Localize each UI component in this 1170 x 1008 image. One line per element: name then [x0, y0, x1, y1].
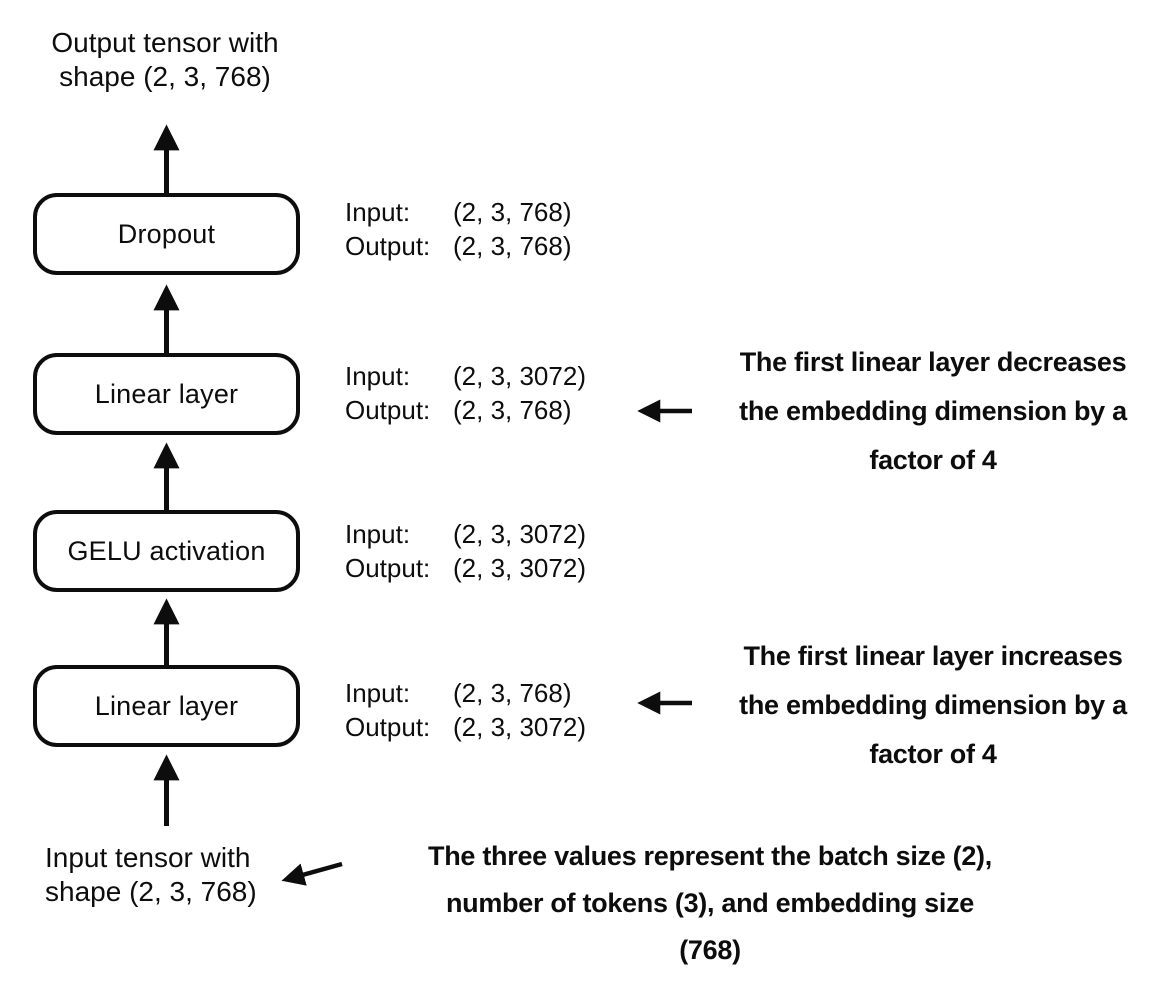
- input-shape: (2, 3, 768): [453, 678, 572, 708]
- gelu-io-shapes: Input: (2, 3, 3072) Output: (2, 3, 3072): [345, 517, 586, 585]
- linear-layer-2-box: Linear layer: [33, 353, 300, 435]
- output-tensor-caption: Output tensor with shape (2, 3, 768): [20, 26, 310, 94]
- output-label: Output:: [345, 231, 431, 261]
- dropout-io-shapes: Input: (2, 3, 768) Output: (2, 3, 768): [345, 195, 572, 263]
- output-shape: (2, 3, 768): [453, 231, 572, 261]
- input-label: Input:: [345, 197, 411, 227]
- input-label: Input:: [345, 361, 411, 391]
- annotation-line: The first linear layer decreases: [739, 347, 1127, 377]
- output-shape: (2, 3, 768): [453, 395, 572, 425]
- annotation-line: the embedding dimension by a: [739, 690, 1127, 720]
- output-label: Output:: [345, 395, 431, 425]
- linear-layer-1-label: Linear layer: [94, 690, 239, 721]
- gelu-activation-label: GELU activation: [67, 535, 266, 566]
- annotation-line: The three values represent the batch siz…: [428, 841, 992, 871]
- output-tensor-caption-line2: shape (2, 3, 768): [59, 61, 271, 92]
- linear-layer-2-label: Linear layer: [94, 378, 239, 409]
- annotation-line: factor of 4: [869, 445, 997, 475]
- annotation-decrease-dimension: The first linear layer decreases the emb…: [723, 338, 1143, 485]
- linear-layer-1-io-shapes: Input: (2, 3, 768) Output: (2, 3, 3072): [345, 676, 586, 744]
- output-label: Output:: [345, 712, 431, 742]
- output-shape: (2, 3, 3072): [453, 712, 586, 742]
- input-shape: (2, 3, 3072): [453, 361, 586, 391]
- linear-layer-2-io-shapes: Input: (2, 3, 3072) Output: (2, 3, 768): [345, 359, 586, 427]
- annotation-line: (768): [679, 935, 741, 965]
- annotation-line: The first linear layer increases: [743, 641, 1123, 671]
- input-shape: (2, 3, 768): [453, 197, 572, 227]
- dropout-layer-label: Dropout: [117, 218, 216, 249]
- dropout-layer-box: Dropout: [33, 193, 300, 275]
- linear-layer-1-box: Linear layer: [33, 665, 300, 747]
- output-label: Output:: [345, 553, 431, 583]
- gelu-activation-box: GELU activation: [33, 510, 300, 592]
- annotation-line: factor of 4: [869, 739, 997, 769]
- input-label: Input:: [345, 519, 411, 549]
- output-tensor-caption-line1: Output tensor with: [51, 27, 279, 58]
- input-shape: (2, 3, 3072): [453, 519, 586, 549]
- annotation-shape-meaning: The three values represent the batch siz…: [405, 833, 1015, 974]
- output-shape: (2, 3, 3072): [453, 553, 586, 583]
- annotation-increase-dimension: The first linear layer increases the emb…: [723, 632, 1143, 779]
- annotation-line: number of tokens (3), and embedding size: [445, 888, 975, 918]
- annotation-line: the embedding dimension by a: [739, 396, 1127, 426]
- input-label: Input:: [345, 678, 411, 708]
- input-tensor-caption: Input tensor with shape (2, 3, 768): [45, 841, 305, 909]
- input-tensor-caption-line1: Input tensor with: [45, 842, 251, 873]
- input-tensor-caption-line2: shape (2, 3, 768): [45, 876, 257, 907]
